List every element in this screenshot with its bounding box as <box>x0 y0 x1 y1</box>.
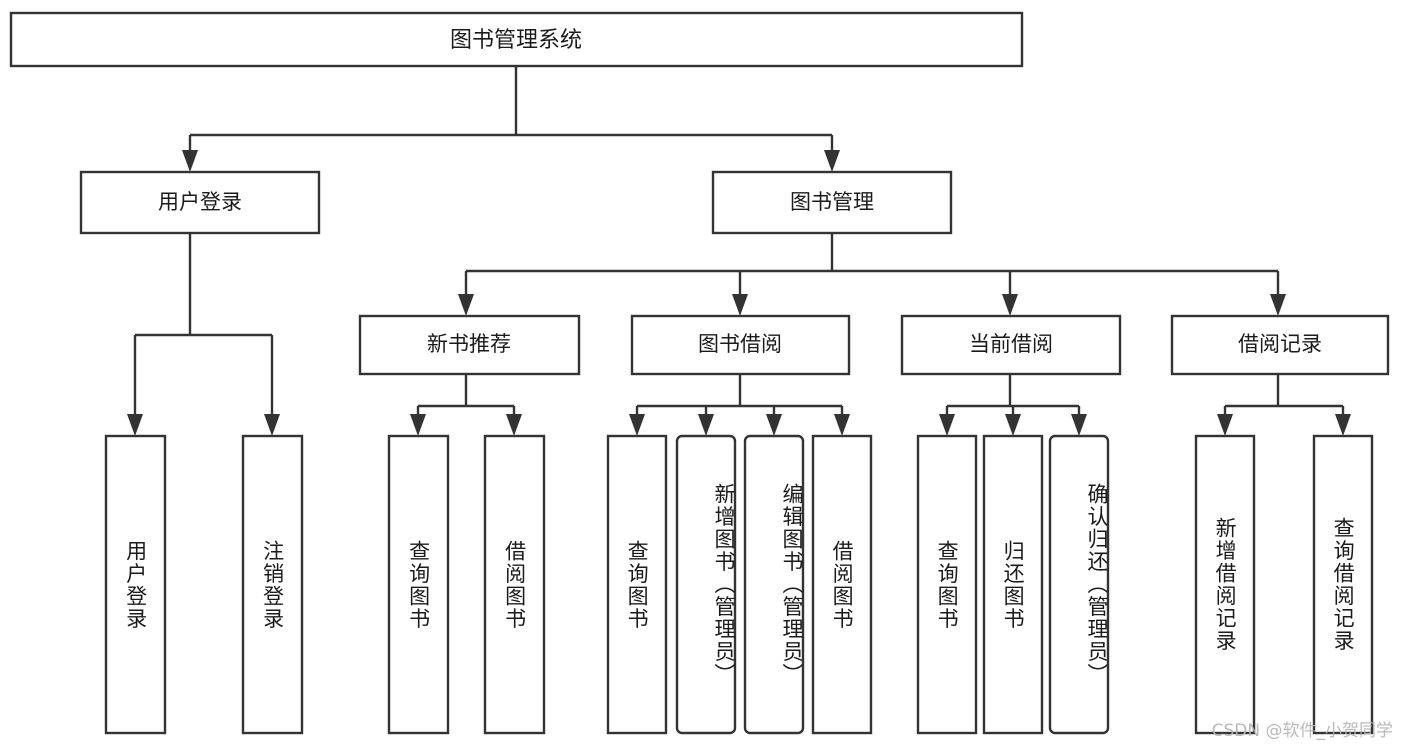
connectors-bookborrow-to-leaves <box>629 374 850 436</box>
connectors-userlogin-to-leaves <box>127 233 280 436</box>
node-new-book-recommend[interactable]: 新书推荐 <box>358 314 581 376</box>
arrow-newbook-leaf-1 <box>410 414 426 436</box>
arrow-currentborrow-leaf-1 <box>939 414 955 436</box>
node-root-label: 图书管理系统 <box>450 28 582 53</box>
arrow-to-borrowrecord <box>1270 294 1286 316</box>
node-book-borrow[interactable]: 图书借阅 <box>630 314 851 376</box>
node-user-login[interactable]: 用户登录 <box>79 170 321 235</box>
leaf-boxes-current-borrow <box>916 434 1110 735</box>
connectors-root-to-level2 <box>182 66 840 172</box>
leaf-boxes-book-borrow <box>606 434 873 735</box>
arrow-bookborrow-leaf-2 <box>698 414 714 436</box>
arrow-userlogin-leaf-1 <box>127 414 143 436</box>
node-book-borrow-box[interactable] <box>630 314 851 376</box>
leaf-boxes-borrow-record <box>1194 434 1374 735</box>
node-book-manage-label: 图书管理 <box>790 190 874 214</box>
node-book-manage[interactable]: 图书管理 <box>711 170 953 235</box>
node-book-manage-box[interactable] <box>711 170 953 235</box>
leaf-edit-book-box[interactable] <box>743 434 805 735</box>
connectors-newbook-to-leaves <box>410 374 522 436</box>
node-current-borrow-box[interactable] <box>900 314 1122 376</box>
node-current-borrow[interactable]: 当前借阅 <box>900 314 1122 376</box>
node-new-book-recommend-label: 新书推荐 <box>427 332 511 356</box>
leaf-logout-box[interactable] <box>241 434 304 735</box>
leaf-add-record-box[interactable] <box>1194 434 1256 735</box>
arrow-currentborrow-leaf-2 <box>1005 414 1021 436</box>
arrow-currentborrow-leaf-3 <box>1071 414 1087 436</box>
leaf-query-book-1-box[interactable] <box>387 434 450 735</box>
arrow-borrowrecord-leaf-1 <box>1217 414 1233 436</box>
node-new-book-recommend-box[interactable] <box>358 314 581 376</box>
arrow-userlogin-leaf-2 <box>264 414 280 436</box>
connectors-currentborrow-to-leaves <box>939 374 1087 436</box>
arrow-bookborrow-leaf-4 <box>834 414 850 436</box>
leaf-query-book-3-box[interactable] <box>916 434 978 735</box>
csdn-watermark: CSDN @软件_小贺同学 <box>1211 721 1393 741</box>
leaf-query-record-box[interactable] <box>1312 434 1374 735</box>
leaf-boxes-user-login <box>104 434 304 735</box>
leaf-add-book-box[interactable] <box>675 434 737 735</box>
arrow-borrowrecord-leaf-2 <box>1335 414 1351 436</box>
leaf-borrow-book-1-box[interactable] <box>483 434 546 735</box>
connectors-bookmanage-to-level3 <box>458 233 1286 316</box>
node-borrow-record-box[interactable] <box>1170 314 1390 376</box>
leaf-boxes-new-book-recommend <box>387 434 546 735</box>
node-root-box[interactable] <box>9 11 1024 68</box>
node-current-borrow-label: 当前借阅 <box>969 332 1053 356</box>
leaf-query-book-2-box[interactable] <box>606 434 668 735</box>
node-book-borrow-label: 图书借阅 <box>698 332 782 356</box>
arrow-bookborrow-leaf-1 <box>629 414 645 436</box>
arrow-to-book-manage <box>824 150 840 172</box>
arrow-to-currentborrow <box>1002 294 1018 316</box>
arrow-to-newbook <box>458 294 474 316</box>
leaf-user-login-box[interactable] <box>104 434 167 735</box>
leaf-borrow-book-2-box[interactable] <box>811 434 873 735</box>
node-root[interactable]: 图书管理系统 <box>9 11 1024 68</box>
arrow-to-user-login <box>182 150 198 172</box>
leaf-confirm-return-box[interactable] <box>1048 434 1110 735</box>
node-user-login-label: 用户登录 <box>158 190 242 214</box>
arrow-newbook-leaf-2 <box>506 414 522 436</box>
node-borrow-record-label: 借阅记录 <box>1238 332 1322 356</box>
leaf-return-book-box[interactable] <box>982 434 1044 735</box>
arrow-bookborrow-leaf-3 <box>766 414 782 436</box>
arrow-to-bookborrow <box>732 294 748 316</box>
node-borrow-record[interactable]: 借阅记录 <box>1170 314 1390 376</box>
node-user-login-box[interactable] <box>79 170 321 235</box>
connectors-borrowrecord-to-leaves <box>1217 374 1351 436</box>
